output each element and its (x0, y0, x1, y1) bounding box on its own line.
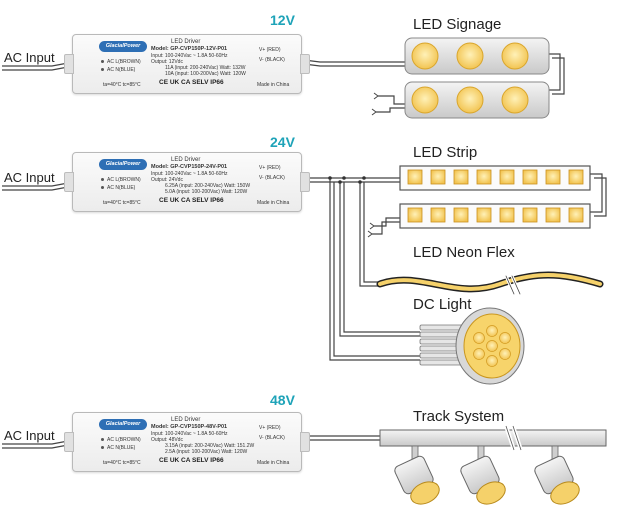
indicator-dot (101, 68, 104, 71)
indicator-dot (101, 186, 104, 189)
voltage-label-24v: 24V (270, 134, 295, 150)
made-in-label: Made in China (257, 460, 290, 466)
dc-wires-24v (304, 173, 607, 361)
indicator-dot (101, 60, 104, 63)
driver-input: Input: 100-240Vac ~ 1.8A 50-60Hz (151, 53, 228, 59)
indicator-ac-l: AC L(BROWN) (107, 59, 141, 65)
temperature-rating: ta=40°C tc=85°C (103, 460, 141, 466)
load-label-dc-light: DC Light (413, 296, 472, 313)
driver-spec-low: 2.5A (input: 100-200Vac) Watt: 120W (165, 449, 248, 455)
led-strip-bottom (399, 203, 591, 229)
led-signage-module-bottom (404, 81, 550, 119)
ac-wires-24v (2, 182, 69, 191)
track-spotlight-1 (394, 445, 440, 505)
driver-input: Input: 100-240Vac ~ 1.8A 50-60Hz (151, 431, 228, 437)
ac-input-label-48v: AC Input (4, 428, 55, 443)
brand-logo: GlacialPower (99, 41, 147, 52)
ac-input-label-24v: AC Input (4, 170, 55, 185)
mounting-tab-right (300, 432, 310, 452)
ac-wires-48v (2, 440, 69, 449)
certification-marks: CE UK CA SELV IP66 (159, 197, 224, 204)
indicator-dot (101, 438, 104, 441)
driver-spec-high: 11A (input: 200-240Vac) Watt: 132W (165, 65, 246, 71)
mounting-tab-left (64, 54, 74, 74)
voltage-label-12v: 12V (270, 12, 295, 28)
load-label-led-signage: LED Signage (413, 16, 502, 33)
led-driver-48v: GlacialPower LED Driver Model: GP-CVP150… (64, 412, 310, 472)
driver-input: Input: 100-240Vac ~ 1.8A 50-60Hz (151, 171, 228, 177)
mounting-tab-right (300, 54, 310, 74)
led-strip-top (399, 165, 591, 191)
indicator-dot (101, 178, 104, 181)
terminal-v-minus: V- (BLACK) (259, 175, 285, 181)
driver-title: LED Driver (171, 157, 201, 163)
indicator-ac-n: AC N(BLUE) (107, 445, 136, 451)
driver-spec-low: 5.0A (input: 100-200Vac) Watt: 120W (165, 189, 248, 195)
brand-logo: GlacialPower (99, 159, 147, 170)
junction-dots-24v (328, 176, 366, 184)
driver-output: Output: 12Vdc (151, 59, 183, 65)
driver-spec-high: 3.15A (input: 200-240Vac) Watt: 151.2W (165, 443, 255, 449)
indicator-ac-n: AC N(BLUE) (107, 185, 136, 191)
certification-marks: CE UK CA SELV IP66 (159, 457, 224, 464)
driver-title: LED Driver (171, 417, 201, 423)
track-spotlight-2 (460, 445, 506, 505)
mounting-tab-right (300, 172, 310, 192)
terminal-v-plus: V+ (RED) (259, 47, 281, 53)
indicator-ac-l: AC L(BROWN) (107, 437, 141, 443)
led-neon-flex (376, 271, 604, 296)
load-label-led-neon-flex: LED Neon Flex (413, 244, 515, 261)
driver-model: Model: GP-CVP150P-12V-P01 (151, 46, 228, 52)
indicator-dot (101, 446, 104, 449)
indicator-ac-l: AC L(BROWN) (107, 177, 141, 183)
wire-ends-12v (371, 92, 379, 116)
voltage-label-48v: 48V (270, 392, 295, 408)
terminal-v-minus: V- (BLACK) (259, 57, 285, 63)
track-rail (379, 425, 607, 451)
brand-logo: GlacialPower (99, 419, 147, 430)
certification-marks: CE UK CA SELV IP66 (159, 79, 224, 86)
temperature-rating: ta=40°C tc=85°C (103, 200, 141, 206)
load-label-track-system: Track System (413, 408, 505, 425)
made-in-label: Made in China (257, 200, 290, 206)
terminal-v-plus: V+ (RED) (259, 165, 281, 171)
driver-output: Output: 48Vdc (151, 437, 183, 443)
mounting-tab-left (64, 432, 74, 452)
indicator-ac-n: AC N(BLUE) (107, 67, 136, 73)
driver-output: Output: 24Vdc (151, 177, 183, 183)
led-driver-24v: GlacialPower LED Driver Model: GP-CVP150… (64, 152, 310, 212)
track-spotlight-3 (534, 445, 580, 505)
driver-title: LED Driver (171, 39, 201, 45)
made-in-label: Made in China (257, 82, 290, 88)
led-signage-module-top (404, 37, 550, 75)
driver-model: Model: GP-CVP150P-48V-P01 (151, 424, 228, 430)
temperature-rating: ta=40°C tc=85°C (103, 82, 141, 88)
terminal-v-minus: V- (BLACK) (259, 435, 285, 441)
load-label-led-strip: LED Strip (413, 144, 478, 161)
ac-wires-12v (2, 62, 69, 71)
wire-ends-24v (367, 222, 375, 238)
mounting-tab-left (64, 172, 74, 192)
driver-model: Model: GP-CVP150P-24V-P01 (151, 164, 228, 170)
dc-light (419, 307, 525, 385)
ac-input-label-12v: AC Input (4, 50, 55, 65)
dc-wires-48v (304, 435, 380, 441)
driver-spec-high: 6.25A (input: 200-240Vac) Watt: 150W (165, 183, 251, 189)
led-driver-12v: GlacialPower LED Driver Model: GP-CVP150… (64, 34, 310, 94)
driver-spec-low: 10A (input: 100-200Vac) Watt: 120W (165, 71, 246, 77)
terminal-v-plus: V+ (RED) (259, 425, 281, 431)
